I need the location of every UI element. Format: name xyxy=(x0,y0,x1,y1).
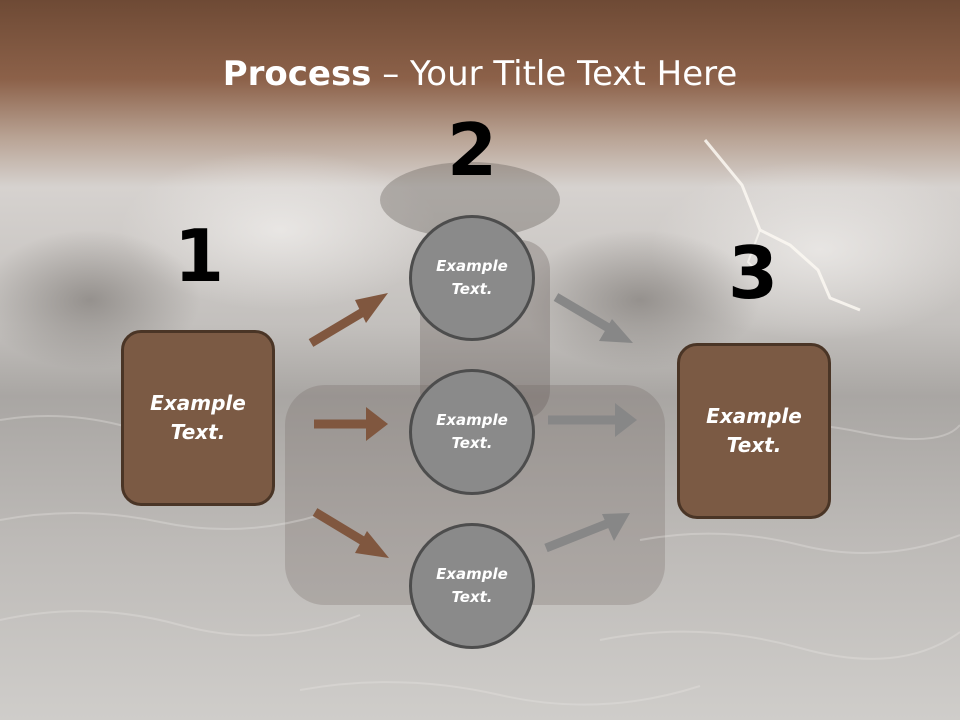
arrow-middle-to-3 xyxy=(548,403,637,437)
step-number-3: 3 xyxy=(727,231,779,315)
step-2-circle-middle: Example Text. xyxy=(409,369,535,495)
arrow-1-to-top xyxy=(308,293,388,347)
step-3-box: Example Text. xyxy=(677,343,831,519)
arrow-bottom-to-3 xyxy=(544,513,630,553)
circle-bottom-text: Example Text. xyxy=(436,565,508,606)
arrow-1-to-bottom xyxy=(312,508,389,558)
step-3-box-text: Example Text. xyxy=(706,404,802,457)
arrow-1-to-middle xyxy=(314,407,388,441)
step-1-box: Example Text. xyxy=(121,330,275,506)
slide-title: Process – Your Title Text Here xyxy=(0,52,960,96)
step-number-2: 2 xyxy=(446,108,498,192)
title-bold: Process xyxy=(222,54,372,94)
step-1-box-text: Example Text. xyxy=(150,391,246,444)
step-2-circle-top: Example Text. xyxy=(409,215,535,341)
arrow-top-to-3 xyxy=(553,293,633,343)
title-rest: – Your Title Text Here xyxy=(371,54,738,94)
step-number-1: 1 xyxy=(173,214,225,298)
step-2-circle-bottom: Example Text. xyxy=(409,523,535,649)
circle-top-text: Example Text. xyxy=(436,257,508,298)
circle-middle-text: Example Text. xyxy=(436,411,508,452)
